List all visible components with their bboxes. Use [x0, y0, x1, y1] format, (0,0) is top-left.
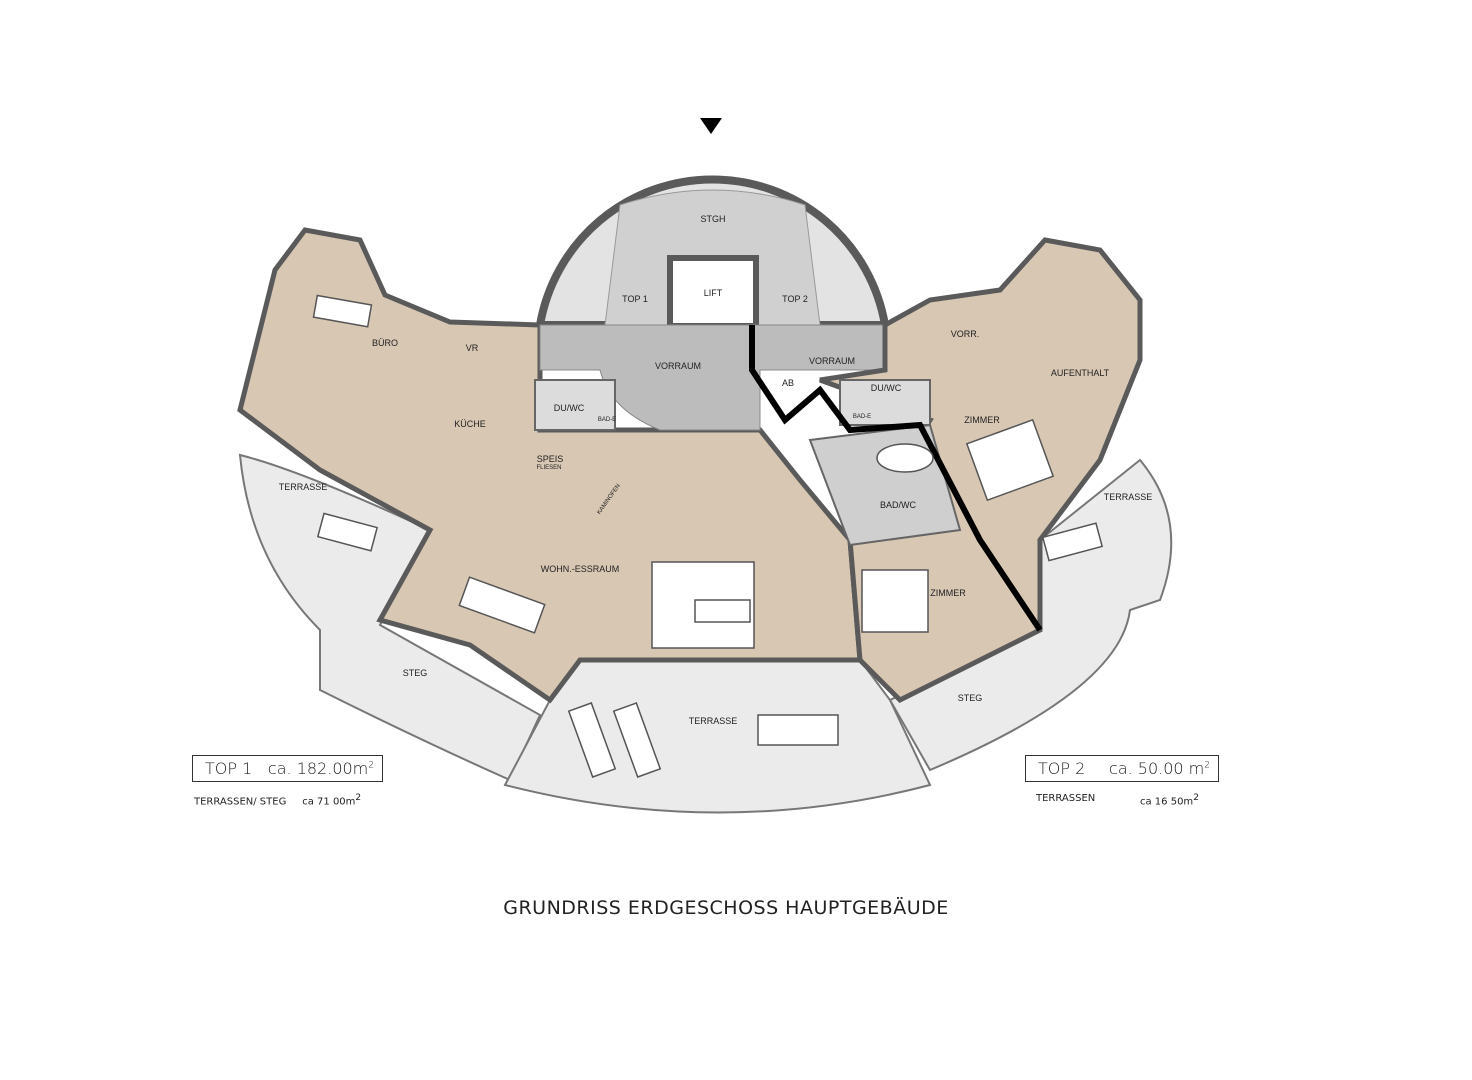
label-zimmer2: ZIMMER: [930, 588, 966, 598]
legend-top1-area-wrap: ca. 182.00m2: [268, 759, 374, 778]
dining-table-wohn: [458, 576, 546, 634]
label-bade1: BAD-E: [598, 417, 616, 423]
duwc1-floor: [534, 379, 616, 431]
label-vorraum2: VORRAUM: [809, 356, 855, 366]
label-vr: VR: [466, 343, 479, 353]
legend-top1-sub-area: ca 71 00m: [302, 796, 356, 808]
legend-top1: TOP 1 ca. 182.00m2: [192, 755, 383, 782]
legend-top2-sub-sup: 2: [1193, 793, 1199, 803]
unit-partition-wall: [749, 325, 1043, 632]
legend-top2-area-wrap: ca. 50.00 m2: [1109, 759, 1210, 778]
label-wohn: WOHN.-ESSRAUM: [541, 564, 620, 574]
entrance-triangle-icon: [700, 118, 722, 134]
terrace-bottom: [503, 659, 932, 814]
bed-zimmer2: [861, 569, 929, 633]
terrace-left: [238, 453, 542, 782]
label-kueche: KÜCHE: [454, 419, 486, 429]
legend-top2-area: ca. 50.00 m: [1109, 759, 1205, 778]
dining-table-terrace-right: [1041, 522, 1104, 562]
legend-top2: TOP 2 ca. 50.00 m2: [1025, 755, 1219, 782]
label-bade2: BAD-E: [853, 414, 871, 420]
dining-table-terrace-left: [316, 512, 379, 552]
lounger-1: [567, 702, 617, 778]
bed-zimmer1: [965, 418, 1055, 502]
desk: [312, 294, 373, 328]
label-lift: LIFT: [704, 288, 723, 298]
legend-top2-sub-label: TERRASSEN: [1036, 793, 1096, 804]
duwc2-floor: [839, 379, 931, 426]
label-steg-right: STEG: [958, 693, 983, 703]
coffee-table: [694, 599, 751, 623]
legend-top1-name: TOP 1: [205, 759, 253, 778]
label-fliesen: FLIESEN: [536, 465, 561, 471]
label-aufenthalt: AUFENTHALT: [1051, 368, 1110, 378]
legend-top1-area: ca. 182.00m: [267, 759, 369, 778]
label-stgh: STGH: [700, 214, 725, 224]
legend-top2-sub: TERRASSEN ca 16 50m2: [1036, 793, 1236, 807]
legend-top1-sub-label: TERRASSEN/ STEG: [194, 796, 287, 808]
label-vorr: VORR.: [951, 329, 980, 339]
lounger-2: [612, 702, 662, 778]
legend-top2-sup: 2: [1204, 760, 1210, 771]
terraces: [238, 453, 1173, 814]
label-duwc1: DU/WC: [554, 403, 585, 413]
legend-top2-sub-area-wrap: ca 16 50m2: [1140, 793, 1199, 807]
label-terrasse-right: TERRASSE: [1104, 492, 1153, 502]
furniture: [312, 294, 1104, 778]
label-zimmer1: ZIMMER: [964, 415, 1000, 425]
label-ab: AB: [782, 378, 794, 388]
label-duwc2: DU/WC: [871, 383, 902, 393]
label-terrasse-bottom: TERRASSE: [689, 716, 738, 726]
legend-top1-sup: 2: [368, 760, 374, 771]
label-steg-left: STEG: [403, 668, 428, 678]
legend-top1-sub-sup: 2: [355, 793, 362, 803]
legend-top2-name: TOP 2: [1038, 759, 1086, 778]
label-terrasse-left: TERRASSE: [279, 482, 328, 492]
label-badwc: BAD/WC: [880, 500, 917, 510]
label-vorraum1: VORRAUM: [655, 361, 701, 371]
plan-title: GRUNDRISS ERDGESCHOSS HAUPTGEBÄUDE: [503, 897, 949, 919]
label-buero: BÜRO: [372, 338, 398, 348]
label-top1: TOP 1: [622, 294, 648, 304]
label-speis: SPEIS: [537, 454, 564, 464]
terrace-right: [888, 458, 1173, 772]
bathtub: [876, 443, 934, 473]
dining-table-terrace-bottom: [757, 714, 839, 746]
label-top2: TOP 2: [782, 294, 808, 304]
legend-top2-sub-area: ca 16 50m: [1140, 796, 1194, 808]
legend-top1-sub: TERRASSEN/ STEG ca 71 00m2: [194, 793, 361, 807]
